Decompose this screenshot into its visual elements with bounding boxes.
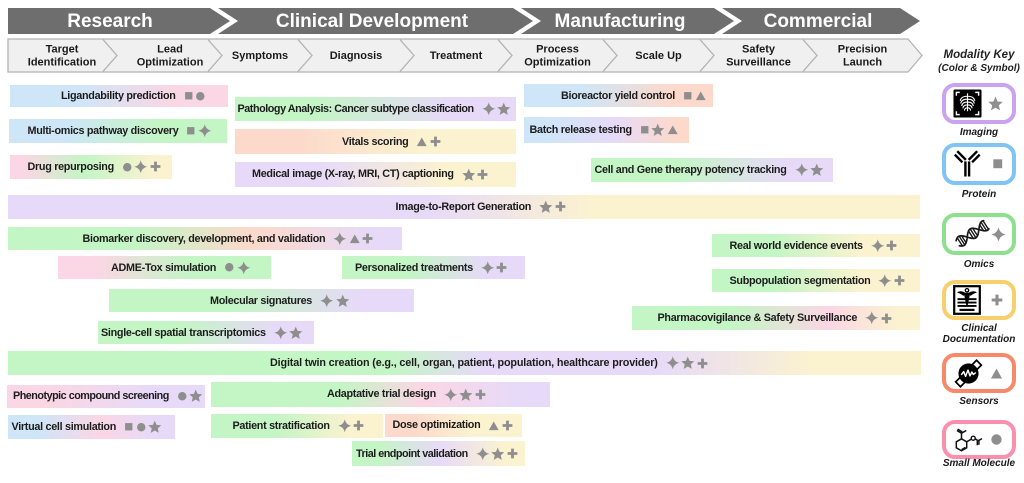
svg-text:Symptoms: Symptoms [232, 50, 288, 62]
svg-text:Diagnosis: Diagnosis [330, 50, 383, 62]
svg-text:Manufacturing: Manufacturing [555, 11, 686, 32]
svg-text:Safety: Safety [742, 44, 776, 56]
svg-text:Clinical Development: Clinical Development [276, 11, 469, 32]
svg-text:Surveillance: Surveillance [726, 57, 791, 69]
svg-text:Launch: Launch [843, 57, 882, 69]
svg-text:Commercial: Commercial [764, 11, 873, 32]
svg-text:Treatment: Treatment [430, 50, 483, 62]
svg-text:Target: Target [46, 44, 79, 56]
svg-text:Optimization: Optimization [524, 57, 591, 69]
svg-text:Lead: Lead [157, 44, 183, 56]
svg-text:Optimization: Optimization [137, 57, 204, 69]
svg-text:Scale Up: Scale Up [635, 50, 682, 62]
svg-text:Process: Process [536, 44, 579, 56]
svg-text:Identification: Identification [28, 57, 97, 69]
svg-text:Modality Key: Modality Key [944, 49, 1016, 61]
svg-text:(Color & Symbol): (Color & Symbol) [938, 63, 1020, 74]
svg-text:Precision: Precision [838, 44, 888, 56]
svg-text:Research: Research [67, 11, 153, 32]
